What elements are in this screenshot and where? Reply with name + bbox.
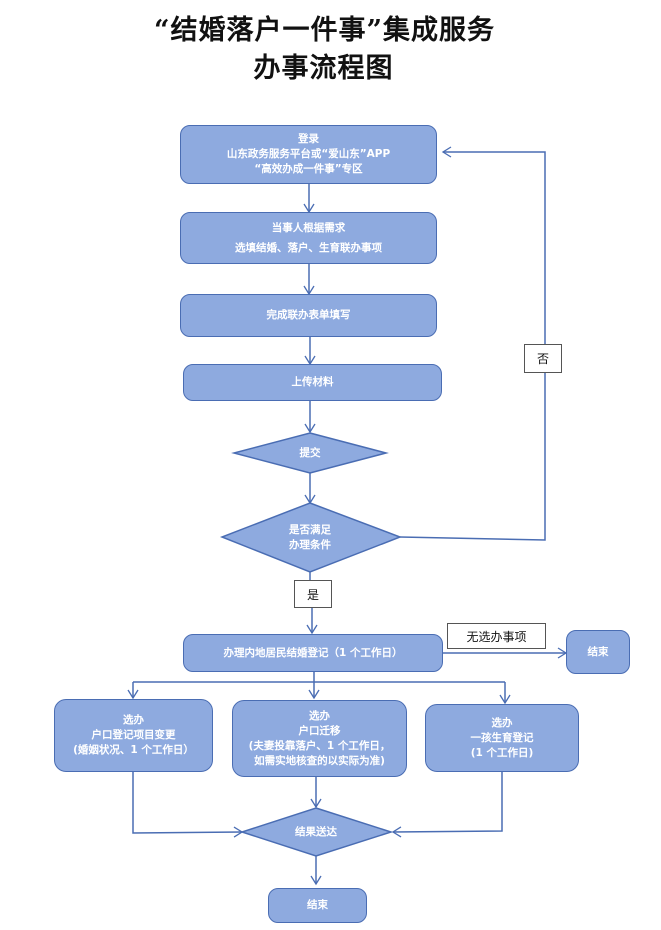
check-text-line1: 是否满足 (289, 524, 331, 536)
hukou-change-line2: 户口登记项目变更 (91, 729, 176, 741)
upload-step: 上传材料 (183, 364, 442, 401)
submit-label: 提交 (260, 443, 360, 463)
deliver-label: 结果送达 (266, 822, 366, 842)
hukou-move-line4: 如需实地核查的以实际为准) (254, 754, 385, 767)
end-right: 结束 (566, 630, 630, 674)
check-text-line2: 办理条件 (289, 539, 331, 551)
hukou-move-line1: 选办 (309, 709, 330, 722)
page-subtitle: 办事流程图 (253, 53, 394, 84)
birth-registration-step: 选办 一孩生育登记 (1 个工作日) (425, 704, 579, 772)
fill-form-label: 完成联办表单填写 (266, 309, 351, 321)
arrow-hukou-change-to-deliver (132, 772, 244, 838)
select-items-title: 当事人根据需求 (271, 222, 346, 234)
check-label: 是否满足 办理条件 (260, 522, 360, 554)
submit-text: 提交 (299, 446, 321, 459)
hukou-change-line3: (婚姻状况、1 个工作日） (73, 744, 194, 756)
yes-label: 是 (294, 580, 332, 608)
birth-line3: (1 个工作日) (470, 746, 534, 759)
login-step-title: 登录 (298, 133, 319, 145)
login-step-platform: 山东政务服务平台或“爱山东”APP (226, 148, 391, 160)
no-items-label: 无选办事项 (447, 623, 546, 649)
hukou-change-line1: 选办 (123, 714, 144, 726)
hukou-change-step: 选办 户口登记项目变更 (婚姻状况、1 个工作日） (54, 699, 213, 772)
end-right-label: 结束 (587, 645, 609, 658)
submit-diamond (231, 432, 389, 474)
upload-label: 上传材料 (291, 376, 334, 388)
birth-line1: 选办 (491, 716, 513, 729)
hukou-move-line3: (夫妻投靠落户、1 个工作日， (248, 739, 391, 752)
select-items-step: 当事人根据需求 选填结婚、落户、生育联办事项 (180, 212, 437, 264)
login-step-zone: “高效办成一件事”专区 (254, 163, 363, 175)
deliver-diamond (239, 807, 394, 857)
page-title: “结婚落户一件事”集成服务 (153, 15, 496, 46)
check-diamond (219, 502, 403, 573)
no-items-label-text: 无选办事项 (466, 629, 527, 644)
no-label: 否 (524, 344, 562, 373)
deliver-text: 结果送达 (295, 825, 337, 838)
marriage-registration-step: 办理内地居民结婚登记（1 个工作日） (183, 634, 443, 672)
select-items-detail: 选填结婚、落户、生育联办事项 (235, 242, 382, 254)
no-label-text: 否 (536, 352, 549, 366)
hukou-move-line2: 户口迁移 (298, 724, 341, 737)
yes-label-text: 是 (306, 587, 319, 602)
marriage-registration-label: 办理内地居民结婚登记（1 个工作日） (223, 646, 403, 659)
fill-form-step: 完成联办表单填写 (180, 294, 437, 337)
end-bottom-label: 结束 (307, 899, 328, 911)
arrow-birth-to-deliver (391, 772, 503, 838)
hukou-move-step: 选办 户口迁移 (夫妻投靠落户、1 个工作日， 如需实地核查的以实际为准) (232, 700, 407, 777)
end-bottom: 结束 (268, 888, 367, 923)
login-step: 登录 山东政务服务平台或“爱山东”APP “高效办成一件事”专区 (180, 125, 437, 184)
birth-line2: 一孩生育登记 (470, 731, 534, 744)
